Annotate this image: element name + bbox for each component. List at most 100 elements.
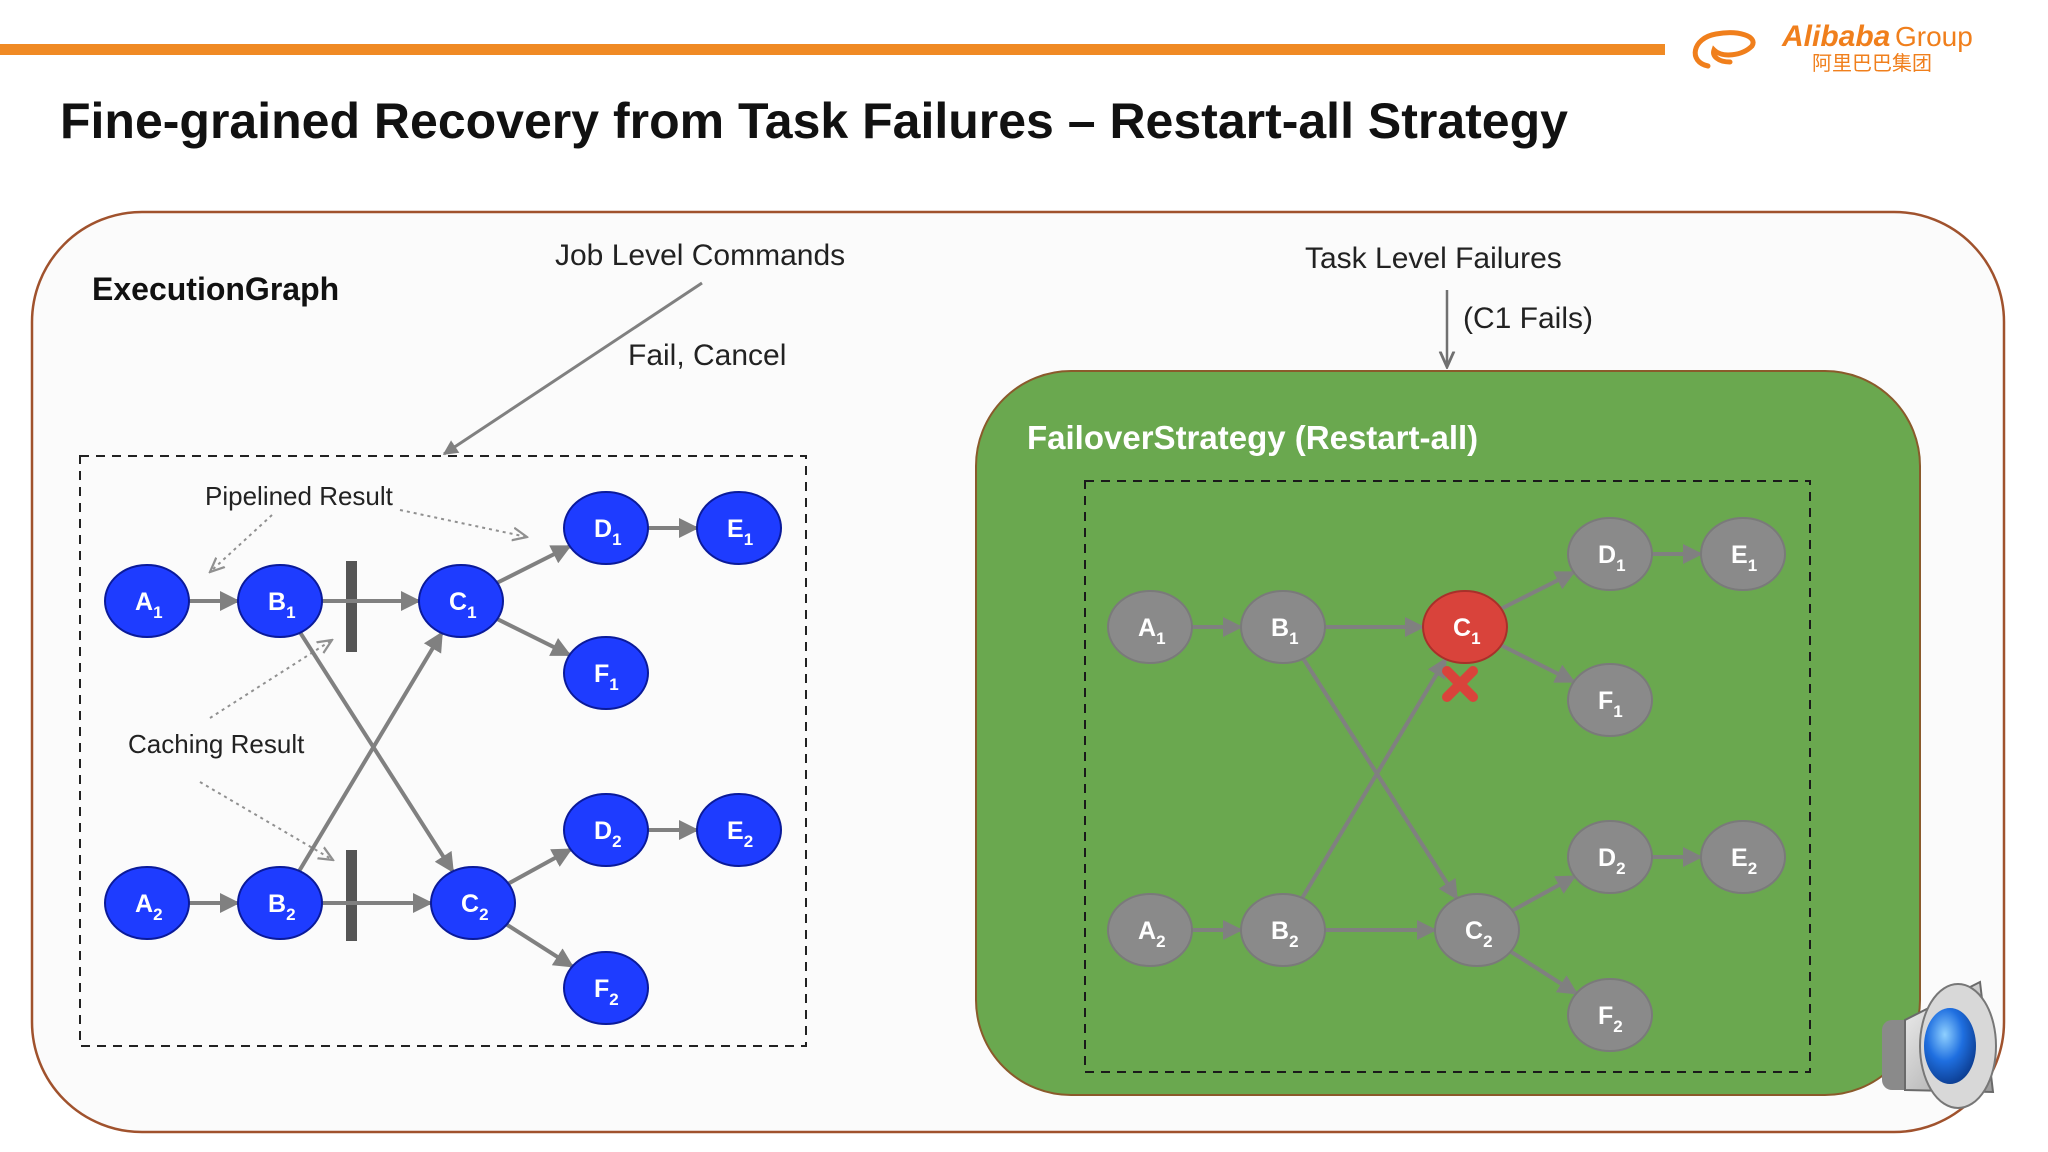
right-edge-c2-f2 (1509, 949, 1579, 996)
right-node-shape-a1 (1107, 590, 1193, 664)
left-node-shape-c1 (418, 564, 504, 638)
left-node-e2[interactable]: E2 (696, 793, 782, 867)
right-node-a1[interactable]: A1 (1107, 590, 1193, 664)
left-edge-c1-d1 (496, 544, 572, 585)
right-graph-edges (1192, 544, 1703, 996)
left-node-subscript-e1: 1 (744, 530, 753, 549)
right-node-b2[interactable]: B2 (1240, 893, 1326, 967)
left-edge-c2-f2 (505, 922, 575, 969)
right-node-f2[interactable]: F2 (1567, 978, 1653, 1052)
right-edge-b2-c1 (1300, 657, 1448, 900)
logo-chinese: 阿里巴巴集团 (1812, 52, 1932, 75)
left-node-c2[interactable]: C2 (430, 866, 516, 940)
right-node-subscript-c1: 1 (1471, 629, 1480, 648)
caching-pointer-bottom (199, 781, 333, 860)
right-edge-b1-c2 (1301, 657, 1459, 901)
left-node-subscript-f1: 1 (609, 675, 618, 694)
left-node-shape-a2 (104, 866, 190, 940)
right-node-shape-f1 (1567, 663, 1653, 737)
alibaba-logo-mark (1692, 30, 1756, 69)
left-node-subscript-b1: 1 (286, 603, 295, 622)
right-node-shape-e2 (1700, 820, 1786, 894)
failover-graph-box (1084, 480, 1811, 1073)
right-node-e2[interactable]: E2 (1700, 820, 1786, 894)
logo-group: Group (1895, 21, 1973, 52)
left-node-f2[interactable]: F2 (563, 951, 649, 1025)
left-node-a1[interactable]: A1 (104, 564, 190, 638)
pipelined-result-label: Pipelined Result (205, 481, 394, 511)
failure-x-icon (1442, 666, 1478, 702)
left-node-e1[interactable]: E1 (696, 491, 782, 565)
right-node-d2[interactable]: D2 (1567, 820, 1653, 894)
left-node-shape-e1 (696, 491, 782, 565)
right-node-shape-c1 (1422, 590, 1508, 664)
left-node-shape-d1 (563, 491, 649, 565)
fail-cancel-label: Fail, Cancel (628, 339, 786, 372)
alibaba-logo: Alibaba Group 阿里巴巴集团 (1692, 20, 1973, 75)
left-node-f1[interactable]: F1 (563, 636, 649, 710)
speaker-icon[interactable] (1882, 980, 1997, 1109)
left-node-shape-b1 (237, 564, 323, 638)
header-accent-bar (0, 44, 1665, 55)
right-node-shape-d1 (1567, 517, 1653, 591)
left-node-a2[interactable]: A2 (104, 866, 190, 940)
right-node-shape-e1 (1700, 517, 1786, 591)
task-level-failures-label: Task Level Failures (1305, 242, 1562, 275)
left-node-c1[interactable]: C1 (418, 564, 504, 638)
left-node-shape-f2 (563, 951, 649, 1025)
slide-title: Fine-grained Recovery from Task Failures… (60, 93, 1568, 149)
c1-fails-label: (C1 Fails) (1463, 302, 1593, 335)
result-barrier-2 (346, 850, 357, 941)
left-node-subscript-e2: 2 (744, 832, 753, 851)
right-node-shape-f2 (1567, 978, 1653, 1052)
caching-result-label: Caching Result (128, 729, 305, 759)
right-node-d1[interactable]: D1 (1567, 517, 1653, 591)
left-edge-b2-c1 (297, 631, 444, 873)
pipelined-pointer-d1 (399, 509, 527, 537)
failover-strategy-panel (975, 370, 1921, 1096)
left-node-d2[interactable]: D2 (563, 793, 649, 867)
left-node-subscript-d1: 1 (612, 530, 621, 549)
left-node-subscript-c2: 2 (479, 905, 488, 924)
left-edge-c2-d2 (507, 847, 573, 886)
right-node-f1[interactable]: F1 (1567, 663, 1653, 737)
left-node-b1[interactable]: B1 (237, 564, 323, 638)
right-node-b1[interactable]: B1 (1240, 590, 1326, 664)
right-node-subscript-e1: 1 (1748, 556, 1757, 575)
right-node-e1[interactable]: E1 (1700, 517, 1786, 591)
left-node-shape-e2 (696, 793, 782, 867)
right-edge-c1-f1 (1500, 643, 1576, 684)
right-node-subscript-a2: 2 (1156, 932, 1165, 951)
left-node-subscript-a2: 2 (153, 905, 162, 924)
left-node-subscript-d2: 2 (612, 832, 621, 851)
right-edge-c2-d2 (1511, 874, 1577, 913)
job-level-commands-label: Job Level Commands (555, 239, 845, 272)
right-node-c2[interactable]: C2 (1434, 893, 1520, 967)
job-command-arrow (442, 281, 703, 456)
right-node-subscript-d1: 1 (1616, 556, 1625, 575)
execution-graph-box (79, 455, 807, 1047)
right-node-a2[interactable]: A2 (1107, 893, 1193, 967)
right-node-subscript-b2: 2 (1289, 932, 1298, 951)
left-node-subscript-f2: 2 (609, 990, 618, 1009)
right-node-subscript-e2: 2 (1748, 859, 1757, 878)
right-node-subscript-b1: 1 (1289, 629, 1298, 648)
right-node-shape-a2 (1107, 893, 1193, 967)
left-edge-b1-c2 (298, 631, 455, 874)
right-node-shape-b2 (1240, 893, 1326, 967)
left-node-subscript-b2: 2 (286, 905, 295, 924)
left-node-b2[interactable]: B2 (237, 866, 323, 940)
right-node-c1[interactable]: C1 (1422, 590, 1508, 664)
right-node-shape-b1 (1240, 590, 1326, 664)
right-node-subscript-c2: 2 (1483, 932, 1492, 951)
right-node-subscript-a1: 1 (1156, 629, 1165, 648)
right-node-subscript-d2: 2 (1616, 859, 1625, 878)
left-node-shape-a1 (104, 564, 190, 638)
failover-strategy-label: FailoverStrategy (Restart-all) (1027, 419, 1478, 456)
left-node-d1[interactable]: D1 (563, 491, 649, 565)
left-node-shape-f1 (563, 636, 649, 710)
result-barrier-1 (346, 561, 357, 652)
right-edge-c1-d1 (1500, 570, 1576, 611)
